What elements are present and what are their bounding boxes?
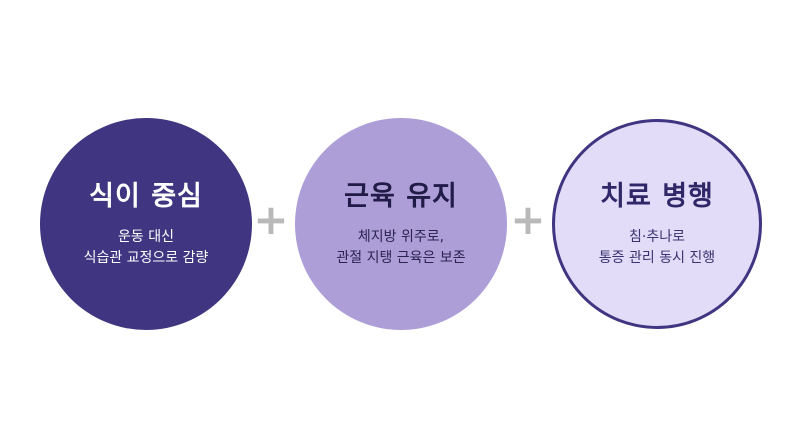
circle-title: 식이 중심 xyxy=(89,180,203,212)
description-line: 관절 지탱 근육은 보존 xyxy=(336,249,466,266)
plus-icon: + xyxy=(253,195,289,244)
description-line: 통증 관리 동시 진행 xyxy=(598,249,716,266)
circle-description: 체지방 위주로, 관절 지탱 근육은 보존 xyxy=(336,227,465,269)
circle-title: 치료 병행 xyxy=(600,180,714,212)
description-line: 체지방 위주로, xyxy=(357,228,445,245)
plus-icon: + xyxy=(510,195,546,244)
description-line: 식습관 교정으로 감량 xyxy=(83,249,209,266)
description-line: 침·추나로 xyxy=(629,228,685,245)
circle-description: 침·추나로 통증 관리 동시 진행 xyxy=(599,227,715,269)
circle-title: 근육 유지 xyxy=(344,180,458,212)
circle-description: 운동 대신 식습관 교정으로 감량 xyxy=(84,227,209,269)
circle-treatment-parallel: 치료 병행 침·추나로 통증 관리 동시 진행 xyxy=(552,119,762,329)
circle-muscle-maintain: 근육 유지 체지방 위주로, 관절 지탱 근육은 보존 xyxy=(295,118,507,330)
circle-diet-focus: 식이 중심 운동 대신 식습관 교정으로 감량 xyxy=(40,118,252,330)
description-line: 운동 대신 xyxy=(118,228,174,245)
